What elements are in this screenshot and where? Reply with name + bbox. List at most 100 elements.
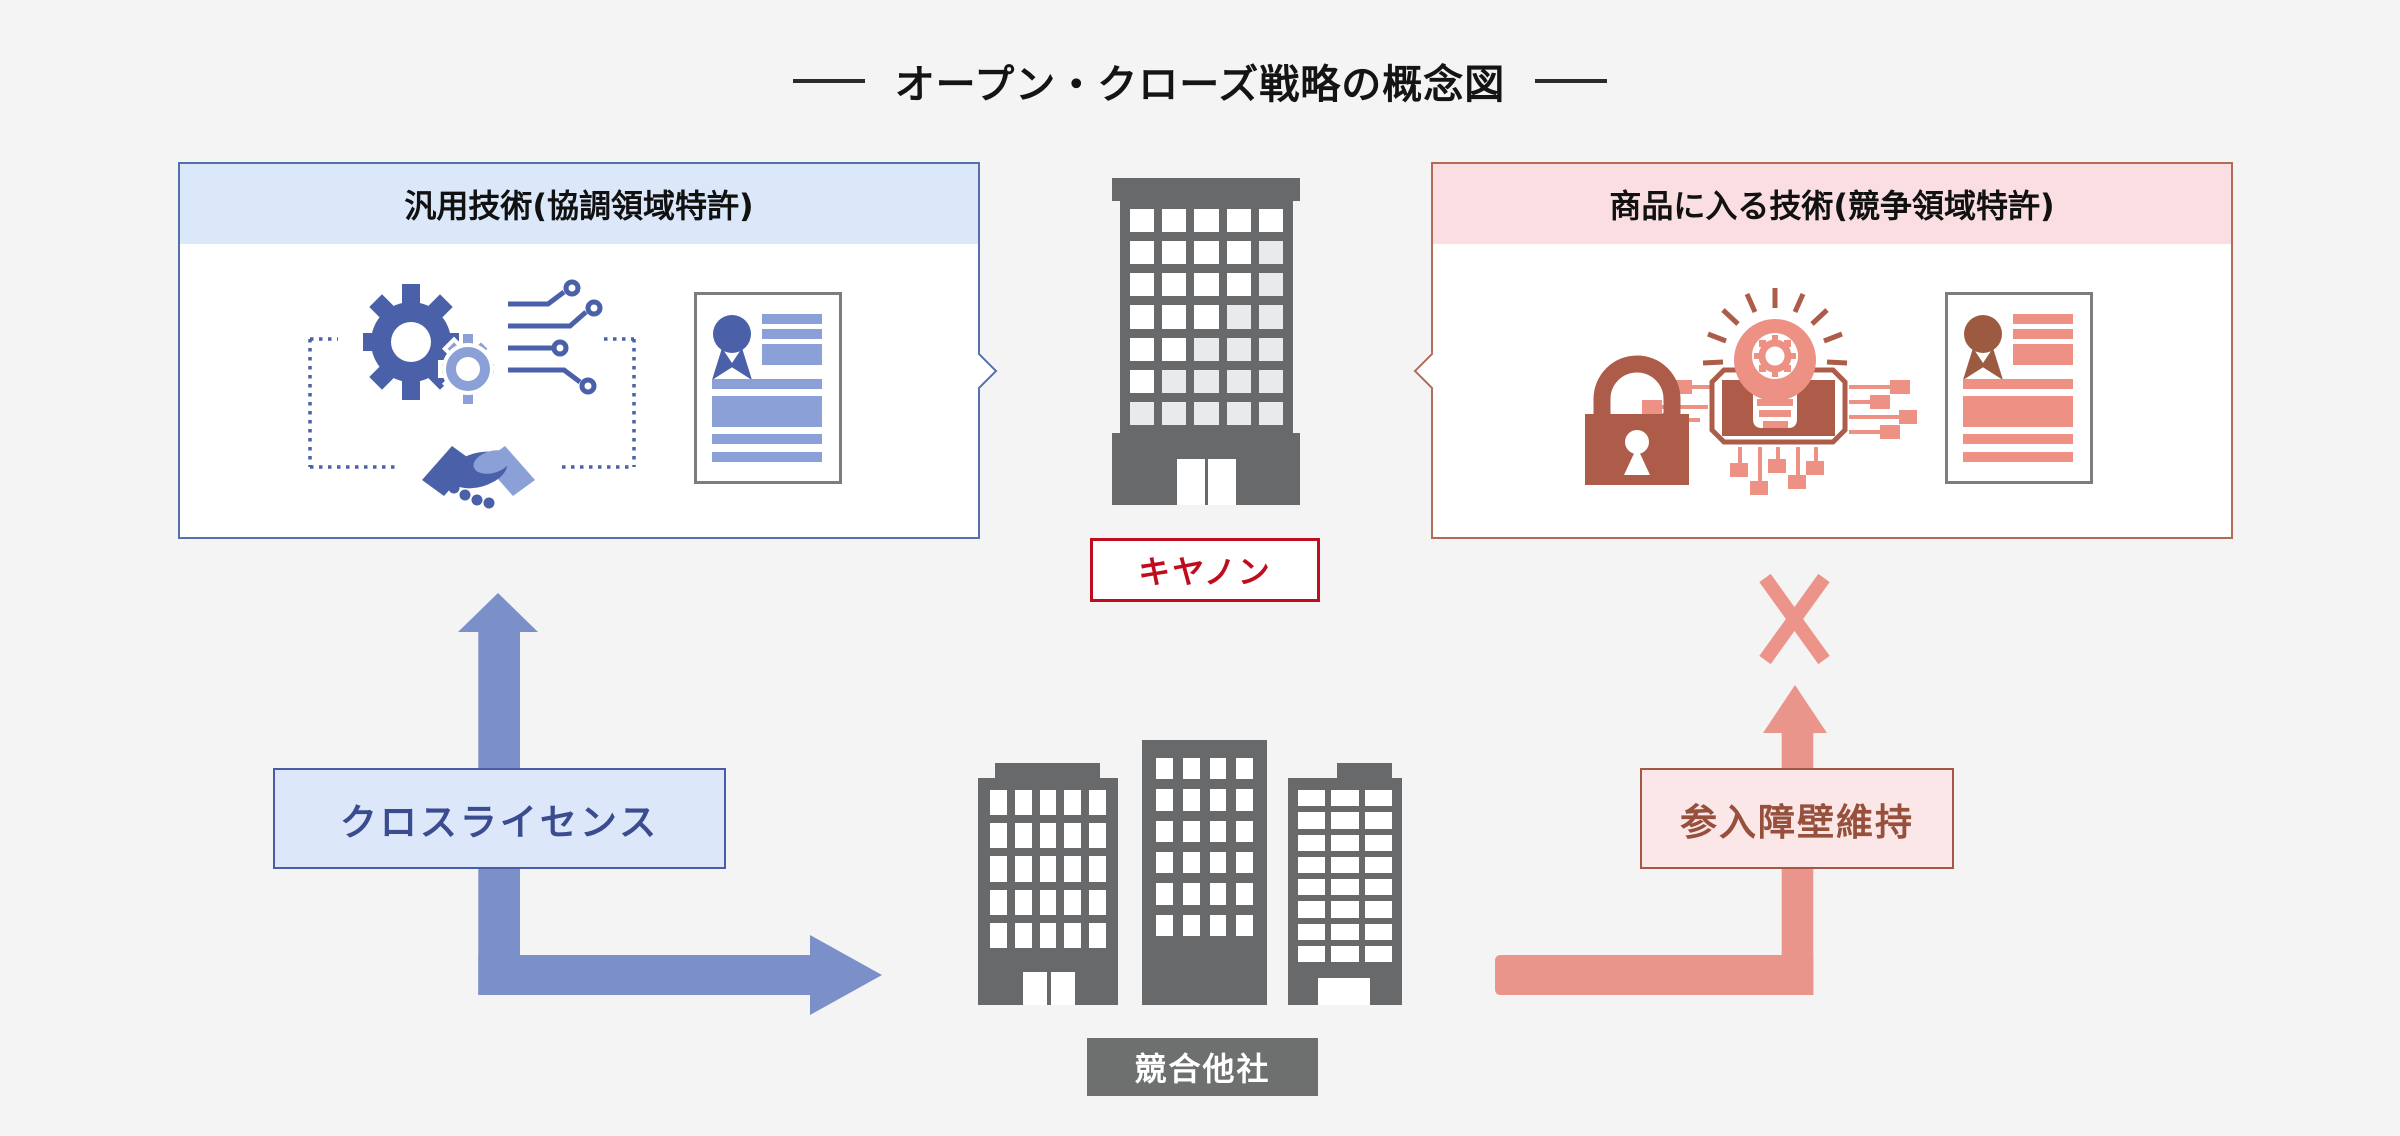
window	[1182, 820, 1200, 842]
window	[1226, 369, 1251, 393]
window	[1298, 790, 1326, 807]
window	[1014, 922, 1032, 948]
window	[990, 922, 1007, 948]
window	[1194, 305, 1219, 329]
building-body	[1120, 201, 1293, 433]
window	[1258, 273, 1283, 297]
window	[1298, 901, 1326, 918]
document-lines	[1963, 314, 2073, 462]
window	[1039, 856, 1057, 882]
window	[1194, 241, 1219, 265]
window	[1156, 883, 1173, 905]
arrow-up-head	[1763, 685, 1827, 733]
window	[1162, 209, 1187, 233]
closed-box-pointer	[1413, 352, 1451, 390]
handshake-icon	[422, 446, 535, 509]
window	[1236, 914, 1253, 936]
window	[1156, 852, 1173, 874]
window	[990, 790, 1007, 816]
window	[1226, 305, 1251, 329]
canon-building-icon	[1112, 178, 1300, 505]
arrow-right-shaft	[478, 955, 811, 995]
window	[1162, 305, 1187, 329]
window	[1014, 790, 1032, 816]
building-left	[978, 740, 1118, 1005]
window	[1331, 901, 1359, 918]
window	[1331, 879, 1359, 896]
window	[990, 856, 1007, 882]
arrow-bottom-bar	[1495, 955, 1814, 995]
window	[1014, 823, 1032, 849]
title-dash-right	[1535, 79, 1608, 83]
window	[1182, 852, 1200, 874]
window	[1194, 209, 1219, 233]
window	[1226, 337, 1251, 361]
window	[1130, 305, 1155, 329]
window	[1182, 789, 1200, 811]
lightbulb-icon	[1734, 319, 1816, 428]
window	[1089, 790, 1106, 816]
window	[1089, 922, 1106, 948]
door	[1208, 459, 1236, 505]
window	[1258, 209, 1283, 233]
window	[1064, 889, 1082, 915]
window	[1182, 883, 1200, 905]
window	[1039, 823, 1057, 849]
window	[1209, 820, 1227, 842]
window	[1089, 856, 1106, 882]
window	[1014, 889, 1032, 915]
window	[1236, 758, 1253, 780]
window	[1162, 401, 1187, 425]
window	[1331, 923, 1359, 940]
window	[1194, 273, 1219, 297]
window	[1039, 889, 1057, 915]
window	[1089, 823, 1106, 849]
window	[1209, 883, 1227, 905]
window	[1364, 879, 1392, 896]
window	[1236, 852, 1253, 874]
building-middle	[1142, 740, 1267, 1005]
window	[1298, 812, 1326, 829]
window	[1331, 812, 1359, 829]
canon-label: キヤノン	[1090, 538, 1320, 602]
window	[1130, 241, 1155, 265]
window	[1298, 945, 1326, 962]
cross-license-label: クロスライセンス	[273, 768, 726, 869]
window	[1194, 401, 1219, 425]
window	[1014, 856, 1032, 882]
window	[1162, 273, 1187, 297]
window	[1226, 209, 1251, 233]
page-title: オープン・クローズ戦略の概念図	[894, 62, 1506, 108]
window	[1258, 241, 1283, 265]
open-technology-box: 汎用技術(協調領域特許)	[178, 162, 998, 539]
ribbon-seal	[712, 315, 752, 380]
window	[1331, 945, 1359, 962]
window	[1364, 923, 1392, 940]
window	[1209, 758, 1227, 780]
window	[1162, 241, 1187, 265]
window	[1064, 823, 1082, 849]
window	[1039, 790, 1057, 816]
window	[1226, 273, 1251, 297]
window	[1364, 945, 1392, 962]
window	[1162, 369, 1187, 393]
window	[1298, 923, 1326, 940]
patent-document-icon	[1945, 292, 2093, 484]
window	[1209, 914, 1227, 936]
window	[990, 823, 1007, 849]
window	[1258, 401, 1283, 425]
window	[1162, 337, 1187, 361]
window	[1130, 369, 1155, 393]
window	[1156, 914, 1173, 936]
open-box-header: 汎用技術(協調領域特許)	[180, 164, 978, 244]
locked-technology-icon	[1585, 288, 1917, 495]
window	[1130, 273, 1155, 297]
building-right	[1288, 740, 1402, 1005]
window	[1258, 369, 1283, 393]
window	[1130, 401, 1155, 425]
ribbon-seal	[1963, 315, 2003, 380]
window	[1236, 883, 1253, 905]
window	[1130, 209, 1155, 233]
open-box-pointer	[960, 352, 998, 390]
